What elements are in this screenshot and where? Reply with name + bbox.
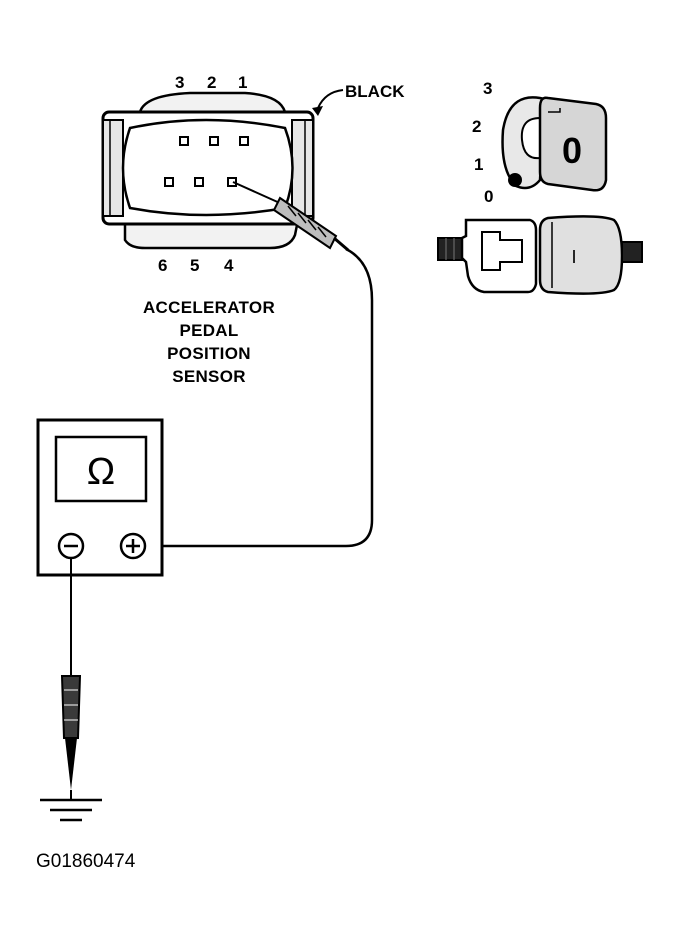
color-leader-line xyxy=(317,89,344,109)
sensor-label-line-3: POSITION xyxy=(167,344,251,363)
positive-test-probe xyxy=(232,181,349,252)
pin-label-6: 6 xyxy=(158,256,167,275)
ohmmeter xyxy=(36,418,164,577)
pin-label-5: 5 xyxy=(190,256,199,275)
negative-test-lead xyxy=(60,558,82,800)
positive-lead-wire xyxy=(150,247,374,548)
key-position-3: 3 xyxy=(483,79,492,98)
sensor-connector xyxy=(101,91,315,250)
pin-label-3: 3 xyxy=(175,73,184,92)
sensor-label-line-1: ACCELERATOR xyxy=(143,298,275,317)
pin-label-4: 4 xyxy=(224,256,234,275)
connector-color-label: BLACK xyxy=(345,82,405,101)
pin-3 xyxy=(179,136,189,146)
pin-6 xyxy=(164,177,174,187)
pin-label-2: 2 xyxy=(207,73,216,92)
key-symbol: 0 xyxy=(562,130,582,171)
key-position-1: 1 xyxy=(474,155,483,174)
color-leader-arrowhead xyxy=(312,106,323,116)
sensor-label-line-2: PEDAL xyxy=(179,321,238,340)
figure-code: G01860474 xyxy=(36,851,136,872)
ground-symbol xyxy=(40,798,102,822)
sensor-label-line-4: SENSOR xyxy=(172,367,246,386)
pin-label-1: 1 xyxy=(238,73,247,92)
key-position-0: 0 xyxy=(484,187,493,206)
pin-5 xyxy=(194,177,204,187)
pin-2 xyxy=(209,136,219,146)
ignition-key-icon xyxy=(501,96,608,192)
switch-symbol: I xyxy=(571,247,576,267)
ohm-symbol: Ω xyxy=(87,451,115,493)
pin-4 xyxy=(227,177,237,187)
key-position-2: 2 xyxy=(472,117,481,136)
ignition-switch-icon xyxy=(437,215,643,295)
pin-1 xyxy=(239,136,249,146)
meter-display xyxy=(54,435,148,503)
